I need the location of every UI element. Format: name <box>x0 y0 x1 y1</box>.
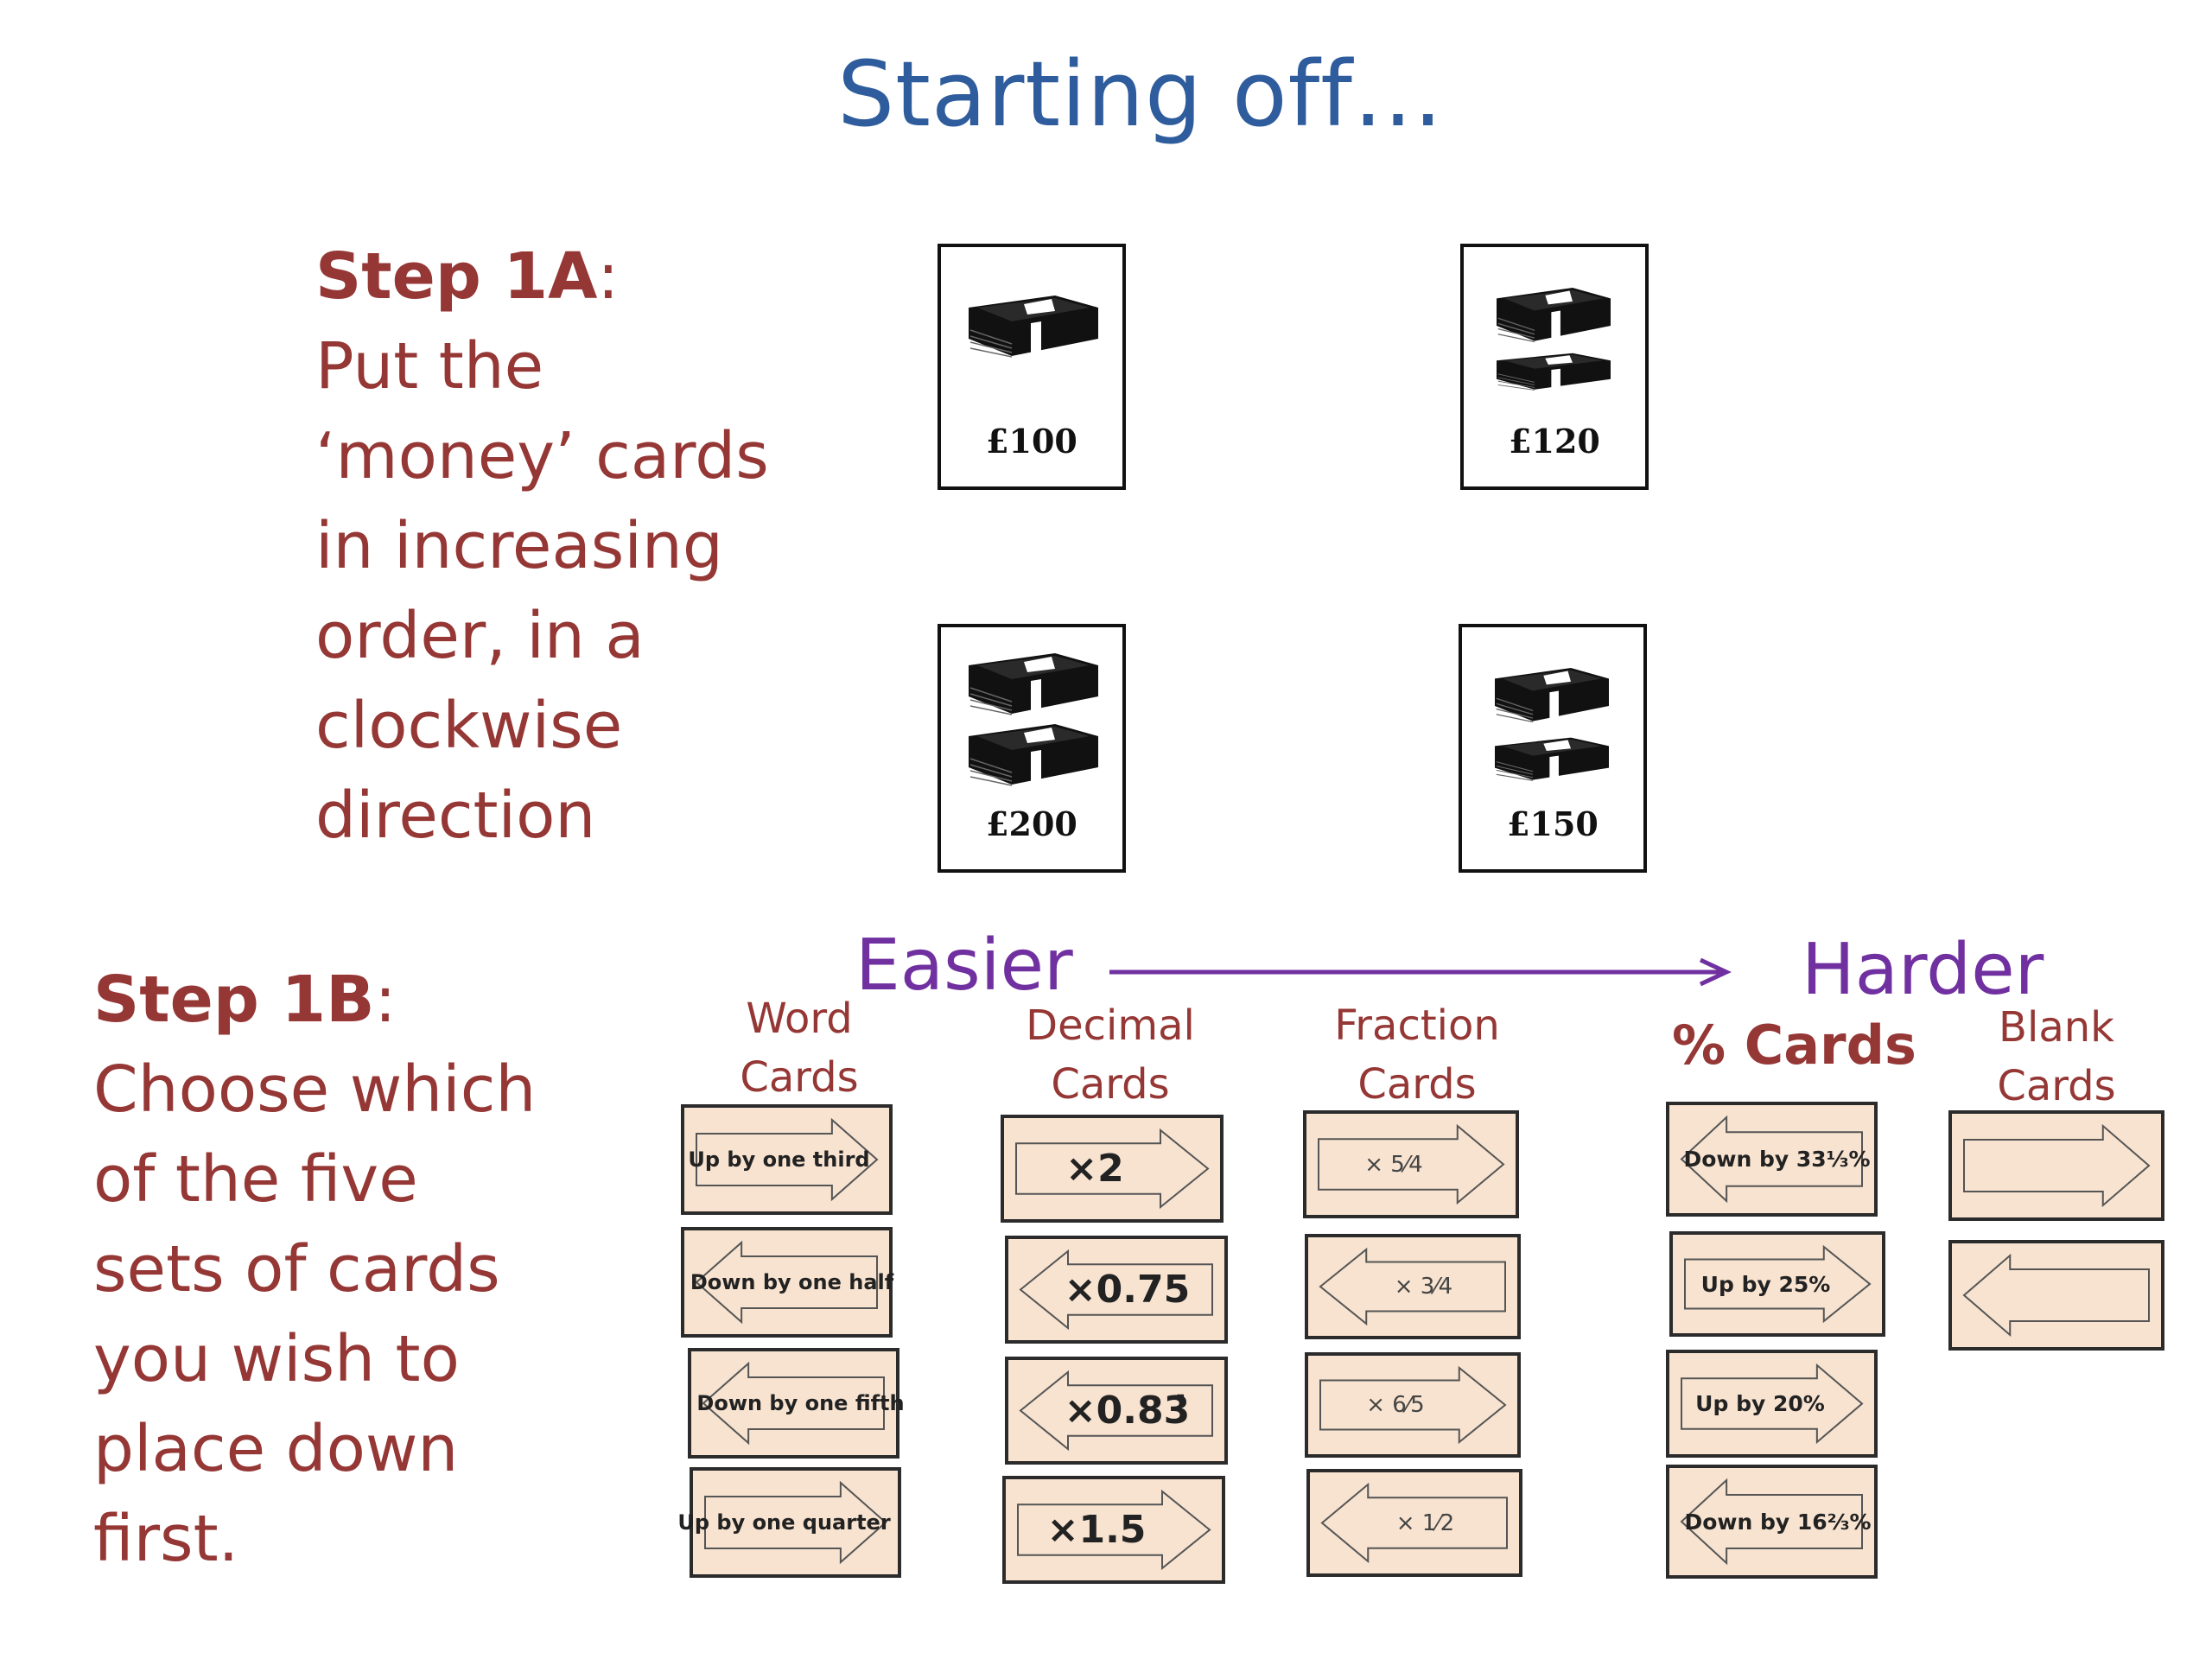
step-1b-line: first. <box>93 1502 239 1576</box>
decimal-card[interactable]: ×0.75 <box>1005 1236 1228 1344</box>
step-1a-colon: : <box>597 239 620 314</box>
left-arrow-outline <box>1019 1370 1213 1452</box>
left-arrow-outline <box>1962 1253 2150 1338</box>
step-1a-line: order, in a <box>315 599 645 673</box>
step-1b-line: of the five <box>93 1142 418 1217</box>
banknote-stacks-icon <box>1495 668 1609 781</box>
step-1a-line: in increasing <box>315 509 723 583</box>
blank-card[interactable] <box>1948 1240 2164 1351</box>
money-card-100[interactable]: £100 <box>938 244 1126 490</box>
right-arrow-outline <box>1318 1123 1505 1205</box>
harder-label: Harder <box>1802 929 2044 1011</box>
fraction-card[interactable]: × 1⁄2 <box>1306 1469 1522 1577</box>
step-1a-instructions: Step 1A: Put the ‘money’ cards in increa… <box>315 232 799 861</box>
word-card[interactable]: Up by one quarter <box>677 1467 901 1578</box>
left-arrow-outline <box>1680 1478 1863 1566</box>
percent-card[interactable]: Down by 33⅓% <box>1666 1102 1878 1217</box>
difficulty-arrow <box>1109 957 1732 987</box>
percent-card[interactable]: Down by 16⅔% <box>1666 1465 1878 1579</box>
left-arrow-outline <box>1320 1482 1508 1564</box>
banknote-stacks-icon <box>1497 288 1611 391</box>
money-card-120[interactable]: £120 <box>1460 244 1649 490</box>
page-title: Starting off… <box>837 41 1444 147</box>
banknote-stack-icon <box>969 296 1098 358</box>
step-1b-line: place down <box>93 1412 459 1486</box>
decimal-card[interactable]: ×2 <box>1001 1115 1224 1223</box>
right-arrow-outline <box>1684 1244 1872 1324</box>
decimal-card[interactable]: ×1.5 <box>1002 1476 1225 1584</box>
banknote-stacks-icon <box>969 653 1098 786</box>
fraction-card[interactable]: × 3⁄4 <box>1305 1234 1521 1339</box>
right-arrow-outline <box>1319 1365 1507 1445</box>
step-1a-line: direction <box>315 779 596 853</box>
step-1b-line: you wish to <box>93 1322 460 1396</box>
step-1b-heading: Step 1B <box>93 963 375 1037</box>
left-arrow-outline <box>1680 1115 1863 1204</box>
money-card-amount: £200 <box>986 804 1077 843</box>
left-arrow-outline <box>702 1361 885 1446</box>
easier-label: Easier <box>855 925 1073 1007</box>
right-arrow-outline <box>1017 1489 1211 1571</box>
word-card[interactable]: Up by one third <box>681 1104 893 1215</box>
percent-card[interactable]: Up by 20% <box>1666 1350 1878 1458</box>
step-1a-line: ‘money’ cards <box>315 419 769 493</box>
right-arrow-outline <box>704 1480 887 1565</box>
right-arrow-outline <box>1015 1128 1210 1210</box>
money-card-150[interactable]: £150 <box>1459 624 1647 873</box>
word-card[interactable]: Down by one half <box>681 1227 893 1338</box>
left-arrow-outline <box>1319 1247 1506 1326</box>
step-1b-line: sets of cards <box>93 1232 500 1306</box>
money-card-amount: £150 <box>1507 804 1599 843</box>
step-1b-line: Choose which <box>93 1052 537 1127</box>
step-1a-heading: Step 1A <box>315 239 598 314</box>
fraction-card[interactable]: × 5⁄4 <box>1303 1110 1519 1218</box>
step-1b-instructions: Step 1B: Choose which of the five sets o… <box>93 955 664 1584</box>
right-arrow-outline <box>1963 1123 2151 1208</box>
decimal-card[interactable]: ×0.83̇ <box>1005 1357 1228 1465</box>
money-card-amount: £100 <box>986 422 1077 461</box>
right-arrow-outline <box>696 1117 879 1202</box>
step-1b-colon: : <box>374 963 397 1037</box>
blank-card[interactable] <box>1948 1110 2164 1221</box>
step-1a-line: Put the <box>315 329 544 404</box>
word-card[interactable]: Down by one fifth <box>688 1348 905 1459</box>
left-arrow-outline <box>695 1240 878 1325</box>
left-arrow-outline <box>1019 1249 1213 1331</box>
fraction-card[interactable]: × 6⁄5 <box>1305 1352 1521 1458</box>
money-card-amount: £120 <box>1509 422 1600 461</box>
right-arrow-outline <box>1681 1363 1864 1445</box>
percent-cards-label: % Cards <box>1672 1014 1916 1077</box>
percent-card[interactable]: Up by 25% <box>1669 1231 1885 1337</box>
step-1a-line: clockwise <box>315 689 623 763</box>
money-card-200[interactable]: £200 <box>938 624 1126 873</box>
